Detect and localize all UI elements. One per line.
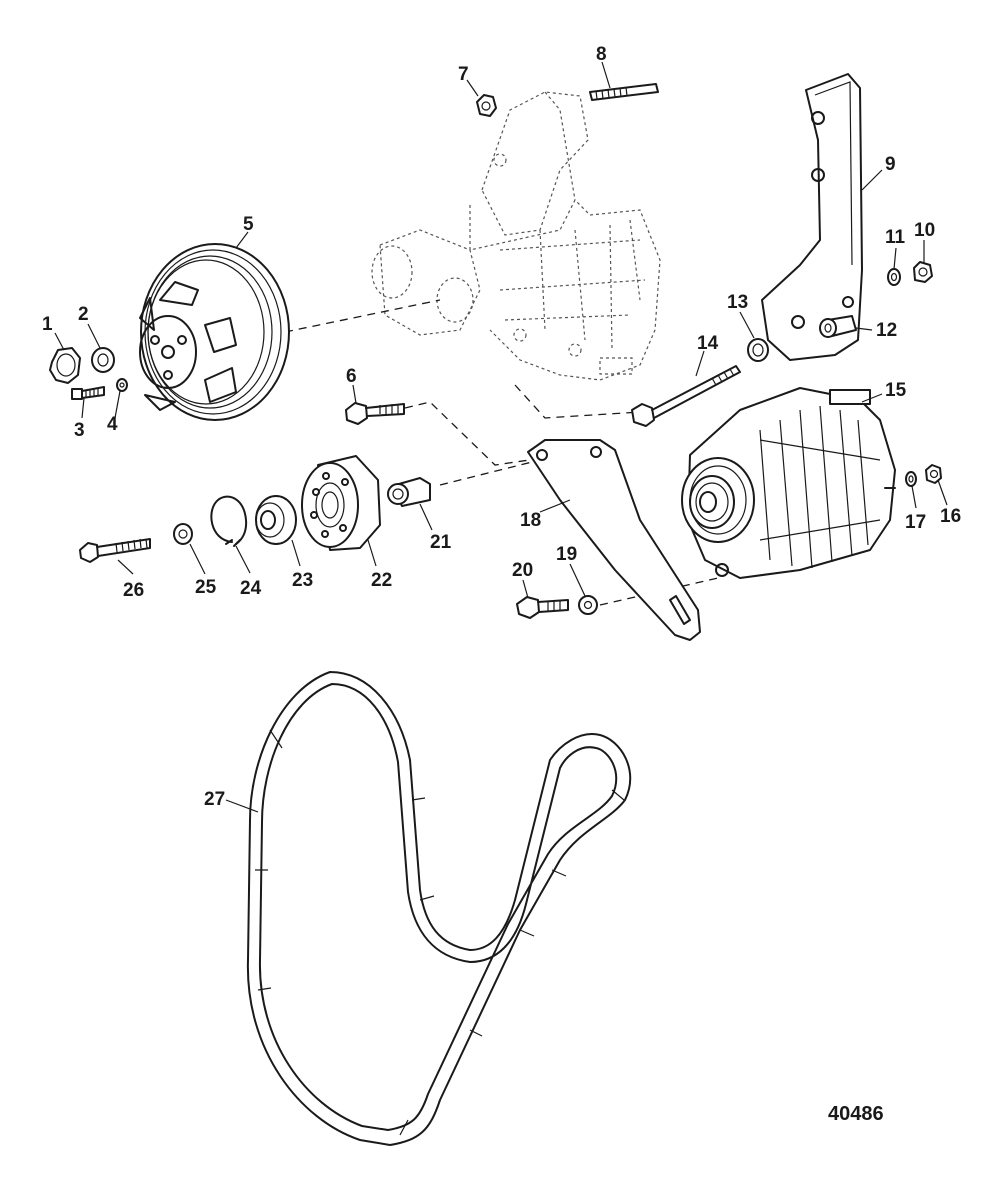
stud-8 — [589, 83, 659, 101]
washer-17 — [905, 471, 917, 487]
callout-17: 17 — [905, 512, 926, 533]
callout-24: 24 — [240, 578, 262, 599]
ghost-pump-assembly — [371, 91, 661, 381]
callout-9: 9 — [885, 154, 896, 175]
callout-10: 10 — [914, 220, 935, 241]
callout-13: 13 — [727, 292, 748, 313]
washer-11 — [887, 268, 901, 286]
callout-18: 18 — [520, 510, 541, 531]
bolt-20 — [516, 596, 569, 619]
callout-5: 5 — [243, 214, 254, 235]
callout-4: 4 — [107, 414, 118, 435]
bracket-9 — [761, 73, 863, 361]
callout-6: 6 — [346, 366, 357, 387]
callout-leaders — [54, 61, 948, 813]
nut-10 — [913, 261, 933, 283]
adjusting-bracket-18 — [527, 439, 701, 641]
callout-27: 27 — [204, 789, 225, 810]
callout-12: 12 — [876, 320, 897, 341]
callout-labels: 1 2 3 4 5 6 7 8 9 10 11 12 13 14 15 16 1… — [42, 44, 961, 810]
washer-2 — [91, 347, 115, 373]
callout-25: 25 — [195, 577, 217, 598]
small-bolt-3 — [71, 386, 105, 400]
callout-2: 2 — [78, 304, 89, 325]
callout-16: 16 — [940, 506, 961, 527]
large-pulley — [139, 243, 290, 421]
callout-21: 21 — [430, 532, 452, 553]
washer-19 — [578, 595, 598, 615]
callout-22: 22 — [371, 570, 392, 591]
callout-26: 26 — [123, 580, 144, 601]
snap-ring-24 — [210, 495, 248, 547]
callout-8: 8 — [596, 44, 607, 65]
figure-number: 40486 — [828, 1103, 884, 1125]
washer-13 — [747, 338, 769, 362]
serpentine-belt-27 — [246, 671, 632, 1146]
long-bolt-14 — [631, 365, 741, 427]
washer-25 — [173, 523, 193, 545]
bearing-23 — [255, 495, 297, 545]
callout-14: 14 — [697, 333, 719, 354]
small-washer-4 — [116, 378, 128, 392]
callout-19: 19 — [556, 544, 577, 565]
long-bolt-26 — [79, 538, 151, 563]
idler-pulley-22 — [301, 455, 381, 551]
hex-nut-1 — [49, 347, 81, 384]
callout-7: 7 — [458, 64, 469, 85]
callout-15: 15 — [885, 380, 907, 401]
alternator-15 — [681, 387, 896, 579]
nut-16 — [925, 464, 942, 484]
callout-23: 23 — [292, 570, 313, 591]
bolt-6 — [345, 402, 405, 425]
callout-20: 20 — [512, 560, 533, 581]
callout-11: 11 — [885, 227, 906, 248]
callout-1: 1 — [42, 314, 53, 335]
nut-7 — [476, 94, 497, 117]
bushing-21 — [387, 477, 431, 507]
spacer-12 — [819, 315, 857, 338]
callout-3: 3 — [74, 420, 85, 441]
